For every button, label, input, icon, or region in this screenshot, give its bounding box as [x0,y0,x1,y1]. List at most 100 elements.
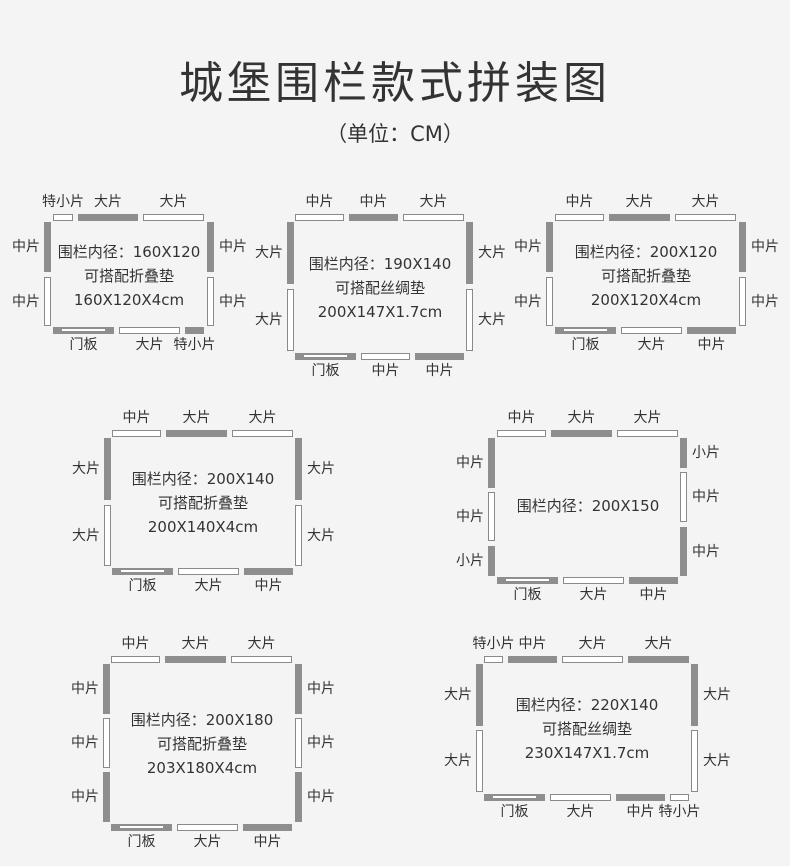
panel-large [104,505,111,566]
panel-door [484,794,545,801]
inner-size-text: 围栏内径：200X150 [516,497,660,515]
panel-medium [349,214,398,221]
panel-large [104,438,111,500]
panel-medium [616,794,665,801]
panel-medium [680,527,687,576]
panel-extra_small [53,214,73,221]
panel-label: 大片 [72,527,100,544]
panel-large [609,214,670,221]
panel-label: 中片 [307,681,335,697]
panel-label: 中片 [122,410,151,426]
panel-label: 中片 [425,363,454,379]
panel-medium [546,277,553,326]
panel-label: 门板 [513,587,542,603]
panel-large [562,656,623,663]
unit-subtitle: （单位：CM） [326,122,464,146]
panel-medium [103,772,110,822]
panel-label: 中片 [639,587,668,603]
panel-extra_small [185,327,204,334]
panel-medium [415,353,464,360]
panel-label: 中片 [71,681,99,697]
panel-label: 中片 [565,194,594,210]
panel-large [476,664,483,726]
panel-large [551,430,612,437]
panel-label: 中片 [219,293,247,310]
mat-size-text: 200X140X4cm [147,518,259,536]
panel-label: 中片 [305,194,334,210]
page-title: 城堡围栏款式拼装图 [179,58,611,109]
panel-label: 大片 [181,636,210,652]
panel-label: 大片 [703,687,731,703]
mat-size-text: 200X120X4cm [590,291,702,309]
panel-large [466,289,473,351]
panel-large [617,430,678,437]
panel-label: 大片 [307,527,335,544]
panel-medium [629,577,678,584]
panel-label: 中片 [121,636,150,652]
panel-label: 大片 [579,587,608,603]
panel-large [232,430,293,437]
panel-extra_small [484,656,503,663]
panel-large [466,222,473,284]
panel-label: 大片 [625,194,654,210]
panel-large [691,730,698,792]
panel-large [177,824,238,831]
panel-label: 中片 [692,543,720,560]
panel-door [295,353,356,360]
panel-label: 中片 [219,239,247,255]
mat-size-text: 200X147X1.7cm [317,303,443,321]
panel-medium [555,214,604,221]
panel-label: 中片 [692,489,720,505]
panel-medium [739,277,746,326]
panel-label: 中片 [456,508,484,525]
panel-label: 中片 [253,834,282,850]
panel-large [143,214,204,221]
panel-label: 大片 [193,834,222,850]
panel-label: 中片 [12,293,40,310]
panel-label: 特小片 [658,804,701,820]
inner-size-text: 围栏内径：220X140 [515,696,659,714]
mat-compat-text: 可搭配折叠垫 [156,735,247,753]
panel-large [287,289,294,351]
panel-door [555,327,616,334]
panel-label: 中片 [456,455,484,471]
mat-compat-text: 可搭配丝绸垫 [541,720,632,738]
panel-large [295,438,302,500]
fence-info: 围栏内径：200X120 可搭配折叠垫 200X120X4cm [546,240,746,312]
panel-medium [546,222,553,272]
panel-label: 门板 [127,834,156,850]
panel-label: 中片 [514,293,542,310]
mat-compat-text: 可搭配折叠垫 [157,494,248,512]
panel-extra_small [670,794,689,801]
panel-label: 大片 [691,194,720,210]
panel-door [111,824,172,831]
panel-large [295,505,302,566]
panel-label: 中片 [307,789,335,805]
panel-medium [244,568,293,575]
panel-large [231,656,292,663]
mat-compat-text: 可搭配折叠垫 [83,267,174,285]
panel-label: 中片 [751,239,779,255]
panel-label: 小片 [456,553,484,569]
fence-info: 围栏内径：200X150 [488,494,688,518]
panel-large [403,214,464,221]
panel-medium [103,664,110,714]
mat-compat-text: 可搭配折叠垫 [600,267,691,285]
panel-medium [111,656,160,663]
panel-label: 大片 [444,687,472,703]
inner-size-text: 围栏内径：200X180 [130,711,274,729]
panel-label: 中片 [626,804,655,820]
panel-label: 大片 [478,312,506,328]
panel-label: 特小片 [42,194,84,210]
inner-size-text: 围栏内径：190X140 [308,255,452,273]
panel-label: 中片 [254,578,283,594]
panel-label: 门板 [69,337,98,353]
panel-label: 中片 [371,363,400,379]
panel-label: 大片 [248,410,277,426]
panel-label: 大片 [644,636,673,652]
inner-size-text: 围栏内径：200X120 [574,243,718,261]
